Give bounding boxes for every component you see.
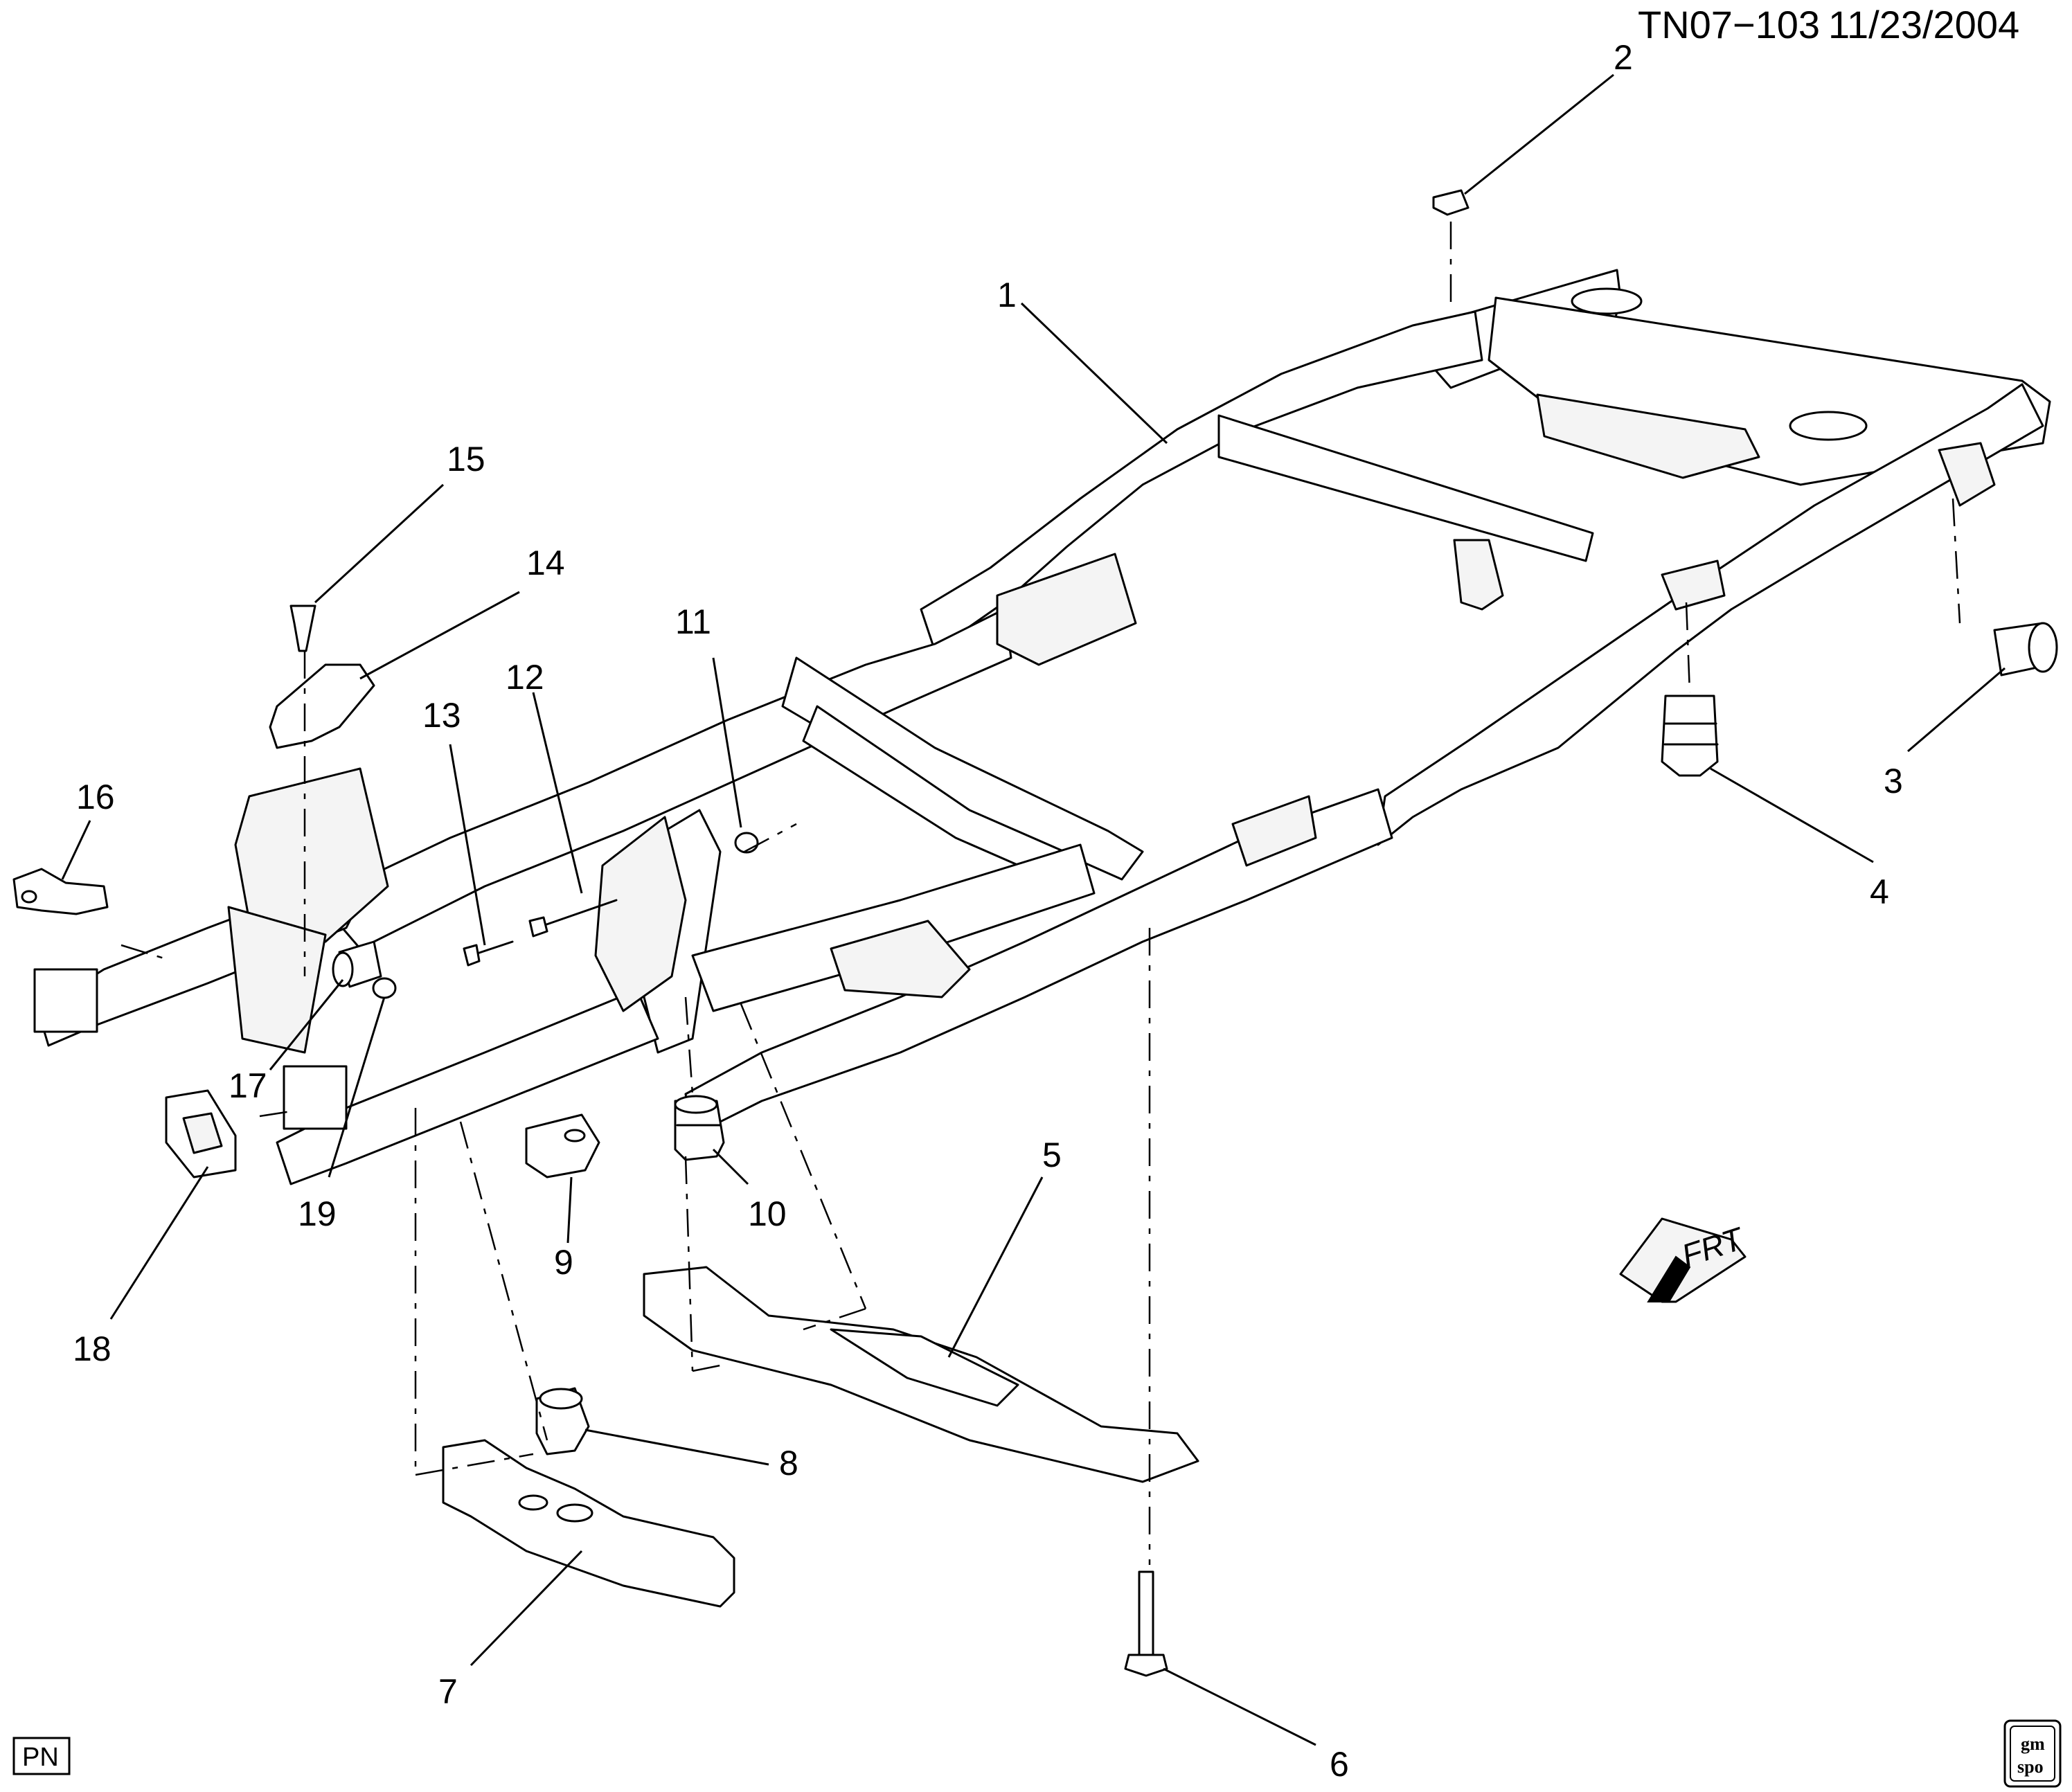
skid-bracket: [442, 1439, 735, 1608]
callout-17: 17: [229, 1066, 267, 1105]
logo-line-1: gm: [2021, 1734, 2045, 1754]
body-mount-cushion: [1661, 695, 1719, 777]
callout-1: 1: [997, 276, 1017, 314]
long-bolt: [528, 899, 618, 938]
brake-line-bracket: [12, 868, 109, 915]
transmission-crossmember: [643, 1266, 1199, 1483]
callout-11: 11: [675, 602, 711, 641]
callout-16: 16: [76, 778, 115, 816]
crossmember-bolt: [1124, 1570, 1168, 1677]
callout-19: 19: [298, 1194, 337, 1233]
callout-14: 14: [526, 544, 565, 582]
callout-2: 2: [1614, 38, 1633, 77]
logo-line-2: spo: [2017, 1757, 2044, 1777]
frame-assembly: [33, 269, 2051, 1185]
callout-15: 15: [447, 440, 485, 478]
transmission-mount-bushing: [535, 1387, 590, 1455]
callout-12: 12: [506, 658, 544, 697]
bracket: [525, 1113, 600, 1179]
gm-spo-logo: gm spo: [2003, 1719, 2062, 1788]
frame-end-gasket: [165, 1089, 237, 1179]
callout-3: 3: [1884, 762, 1903, 800]
callout-13: 13: [422, 696, 461, 735]
nut: [734, 832, 759, 854]
callout-7: 7: [438, 1672, 458, 1711]
callout-10: 10: [748, 1194, 787, 1233]
callout-leaders: [61, 73, 2006, 1746]
front-direction-arrow: FRT: [1619, 1217, 1749, 1303]
callout-6: 6: [1330, 1745, 1349, 1784]
callout-8: 8: [779, 1444, 798, 1482]
bushing-nut: [372, 977, 397, 999]
short-bolt: [463, 940, 514, 967]
diagram-date: 11/23/2004: [1828, 3, 2019, 46]
pn-badge: PN: [12, 1737, 71, 1775]
callout-5: 5: [1042, 1136, 1062, 1174]
push-pin: [289, 604, 316, 652]
callout-18: 18: [73, 1329, 111, 1368]
body-mount: [674, 1095, 725, 1161]
callout-9: 9: [554, 1243, 573, 1282]
control-arm-bushing: [332, 940, 382, 988]
rear-bushing: [1993, 622, 2058, 677]
callout-labels: 1 2 3 4 5 6 7 8 9 10 11 12 13 14 15 16 1…: [73, 38, 1903, 1784]
diagram-id: TN07−103: [1638, 3, 1820, 46]
clip-nut: [1432, 189, 1470, 216]
upper-bracket: [269, 663, 375, 749]
callout-4: 4: [1870, 872, 1889, 911]
pn-label: PN: [22, 1743, 59, 1772]
alignment-lines: [120, 222, 1961, 1565]
